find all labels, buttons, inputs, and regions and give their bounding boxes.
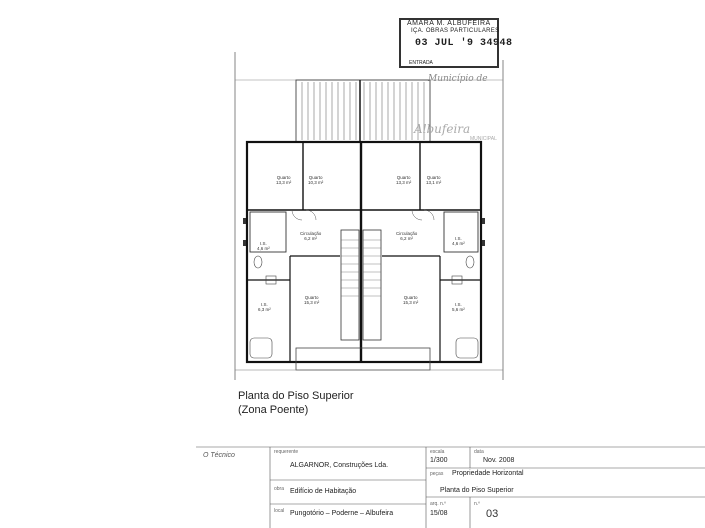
registry-stamp: AMARA M. ALBUFEIRA IÇA. OBRAS PARTICULAR… [397, 18, 512, 70]
stamp-line-2: IÇA. OBRAS PARTICULARES [411, 28, 500, 34]
room-label: I.S.5,6 m² [452, 302, 465, 312]
local-value: Pungotório – Poderne – Albufeira [290, 510, 394, 517]
plan-title: Planta do Piso Superior (Zona Poente) [238, 389, 354, 417]
pecas-value: Propriedade Horizontal [452, 470, 524, 477]
watermark-top: Município de [428, 74, 488, 84]
watermark-bottom: MUNICIPAL [470, 136, 497, 142]
data-label: data [474, 449, 484, 455]
requerente-label: requerente [274, 449, 299, 455]
desenho-value: Planta do Piso Superior [440, 487, 514, 494]
data-value: Nov. 2008 [483, 457, 515, 464]
plan-title-line-2: (Zona Poente) [238, 404, 309, 416]
obra-label: obra [274, 486, 285, 492]
obra-value: Edifício de Habitação [290, 488, 357, 495]
arq-value: 15/08 [430, 510, 448, 517]
n-label: n.º [474, 501, 480, 507]
local-label: local [274, 508, 285, 514]
escala-value: 1/300 [430, 457, 448, 464]
requerente-value: ALGARNOR, Construções Lda. [290, 462, 389, 469]
stamp-frame [399, 18, 499, 68]
author-label: O Técnico [203, 452, 235, 459]
watermark-middle: Albufeira [414, 122, 471, 136]
plan-title-line-1: Planta do Piso Superior [238, 390, 354, 402]
arq-label: arq. n.º [430, 501, 447, 507]
stamp-line-4: ENTRADA [409, 60, 433, 66]
room-label: I.S.6,3 m² [258, 302, 271, 312]
stamp-date-number: 03 JUL '9 34948 [415, 38, 513, 49]
n-value: 03 [486, 508, 499, 520]
escala-label: escala [430, 449, 445, 455]
room-label: I.S.4,6 m² [452, 236, 465, 246]
stamp-line-1: AMARA M. ALBUFEIRA [407, 20, 491, 27]
pecas-label: peças [430, 471, 444, 477]
room-label: I.S.4,6 m² [257, 241, 270, 251]
